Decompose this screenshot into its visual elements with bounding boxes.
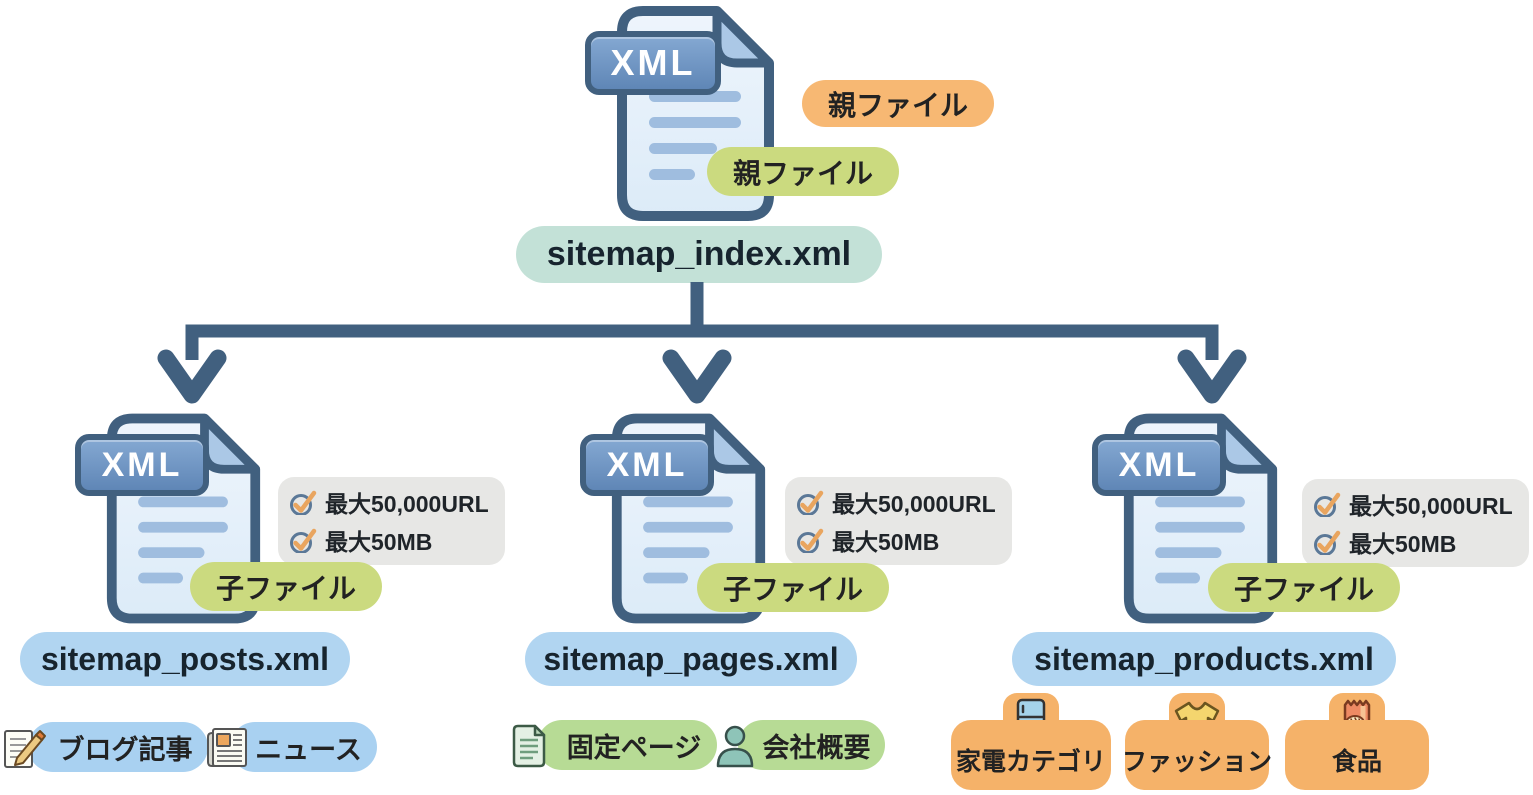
limit-size-text: 最大50MB bbox=[832, 529, 940, 555]
tag-news: ニュース bbox=[207, 722, 377, 772]
pages-limits-badge: 最大50,000URL 最大50MB bbox=[785, 477, 1012, 565]
child-file-tag: 子ファイル bbox=[1208, 563, 1401, 612]
tag-blog-posts: ブログ記事 bbox=[4, 722, 208, 772]
tag-label: 家電カテゴリ bbox=[951, 720, 1111, 790]
products-filename-badge: sitemap_products.xml bbox=[1012, 632, 1396, 686]
xml-format-badge: XML bbox=[580, 434, 714, 496]
limit-size-text: 最大50MB bbox=[1349, 531, 1457, 557]
posts-limits-badge: 最大50,000URL 最大50MB bbox=[278, 477, 505, 565]
tag-fashion: ファッション bbox=[1122, 693, 1272, 790]
check-icon bbox=[1314, 530, 1341, 555]
pencil-note-icon bbox=[4, 730, 46, 768]
tag-company-profile: 会社概要 bbox=[716, 720, 885, 770]
products-xml-file-icon: XML bbox=[1092, 408, 1292, 630]
check-icon bbox=[797, 528, 824, 553]
limit-url-text: 最大50,000URL bbox=[1349, 493, 1513, 519]
tree-connector-arrows bbox=[157, 282, 1247, 404]
page-document-icon bbox=[512, 724, 546, 768]
tag-label: ニュース bbox=[255, 734, 362, 765]
child-file-tag: 子ファイル bbox=[697, 563, 890, 612]
check-icon bbox=[1314, 492, 1341, 517]
limit-url-text: 最大50,000URL bbox=[832, 491, 996, 517]
tag-label: 食品 bbox=[1285, 720, 1429, 790]
parent-filename-badge: sitemap_index.xml bbox=[516, 226, 882, 283]
posts-xml-file-icon: XML bbox=[75, 408, 275, 630]
tag-static-pages: 固定ページ bbox=[512, 720, 717, 770]
pages-xml-file-icon: XML bbox=[580, 408, 780, 630]
child-file-tag: 子ファイル bbox=[190, 562, 383, 611]
xml-format-badge: XML bbox=[1092, 434, 1226, 496]
check-icon bbox=[290, 528, 317, 553]
tag-appliances-category: 家電カテゴリ bbox=[951, 693, 1111, 790]
tag-label: 固定ページ bbox=[566, 732, 702, 763]
newspaper-icon bbox=[207, 728, 247, 767]
tag-label: ブログ記事 bbox=[57, 734, 193, 765]
arrow-down-center bbox=[662, 349, 732, 404]
parent-file-tag-orange: 親ファイル bbox=[802, 80, 995, 127]
products-limits-badge: 最大50,000URL 最大50MB bbox=[1302, 479, 1529, 567]
arrow-down-left bbox=[157, 349, 227, 404]
tag-label: ファッション bbox=[1122, 720, 1272, 790]
xml-format-badge: XML bbox=[585, 31, 721, 95]
limit-url-text: 最大50,000URL bbox=[325, 491, 489, 517]
tag-label: 会社概要 bbox=[762, 732, 871, 763]
arrow-down-right bbox=[1177, 349, 1247, 404]
xml-format-badge: XML bbox=[75, 434, 209, 496]
limit-size-text: 最大50MB bbox=[325, 529, 433, 555]
parent-xml-file-icon: XML bbox=[585, 5, 785, 227]
posts-filename-badge: sitemap_posts.xml bbox=[20, 632, 350, 686]
person-icon bbox=[716, 725, 754, 768]
tag-food: 食品 bbox=[1285, 693, 1429, 790]
parent-file-tag-green: 親ファイル bbox=[707, 147, 900, 196]
check-icon bbox=[290, 490, 317, 515]
check-icon bbox=[797, 490, 824, 515]
pages-filename-badge: sitemap_pages.xml bbox=[525, 632, 857, 686]
